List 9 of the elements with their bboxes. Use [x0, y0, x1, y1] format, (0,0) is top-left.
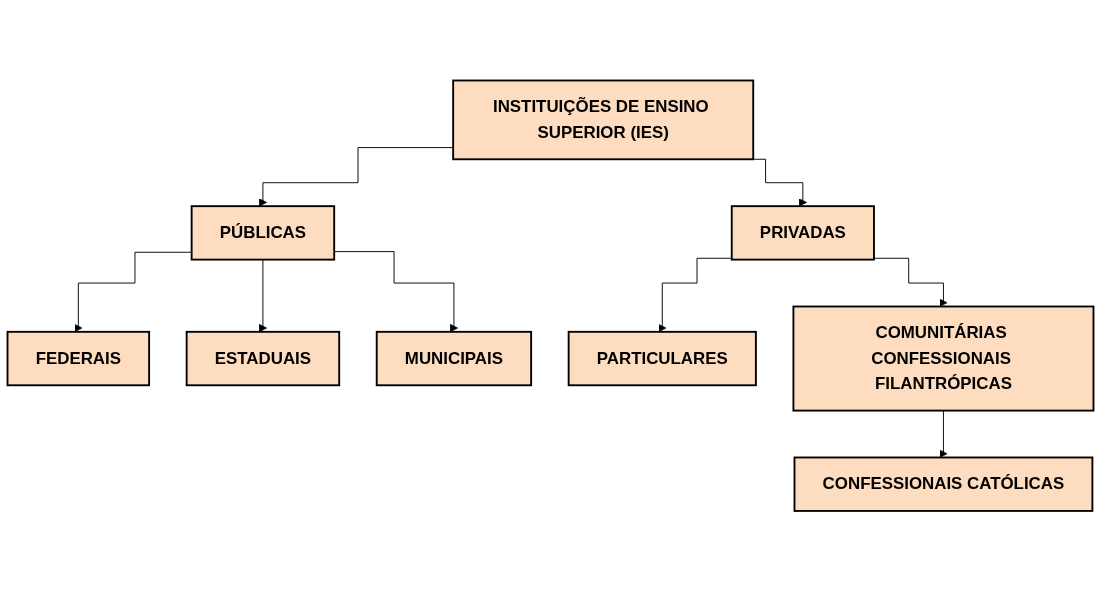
node-box: INSTITUIÇÕES DE ENSINO SUPERIOR (IES)	[452, 79, 755, 161]
node-box: PRIVADAS	[730, 205, 875, 261]
node-box: MUNICIPAIS	[375, 331, 533, 387]
node-box: PARTICULARES	[567, 331, 757, 387]
node-box: FEDERAIS	[6, 331, 151, 387]
node-box: ESTADUAIS	[185, 331, 341, 387]
node-box: CONFESSIONAIS CATÓLICAS	[793, 456, 1094, 513]
node-box: PÚBLICAS	[190, 205, 336, 261]
node-box: COMUNITÁRIAS CONFESSIONAIS FILANTRÓPICAS	[792, 305, 1095, 412]
